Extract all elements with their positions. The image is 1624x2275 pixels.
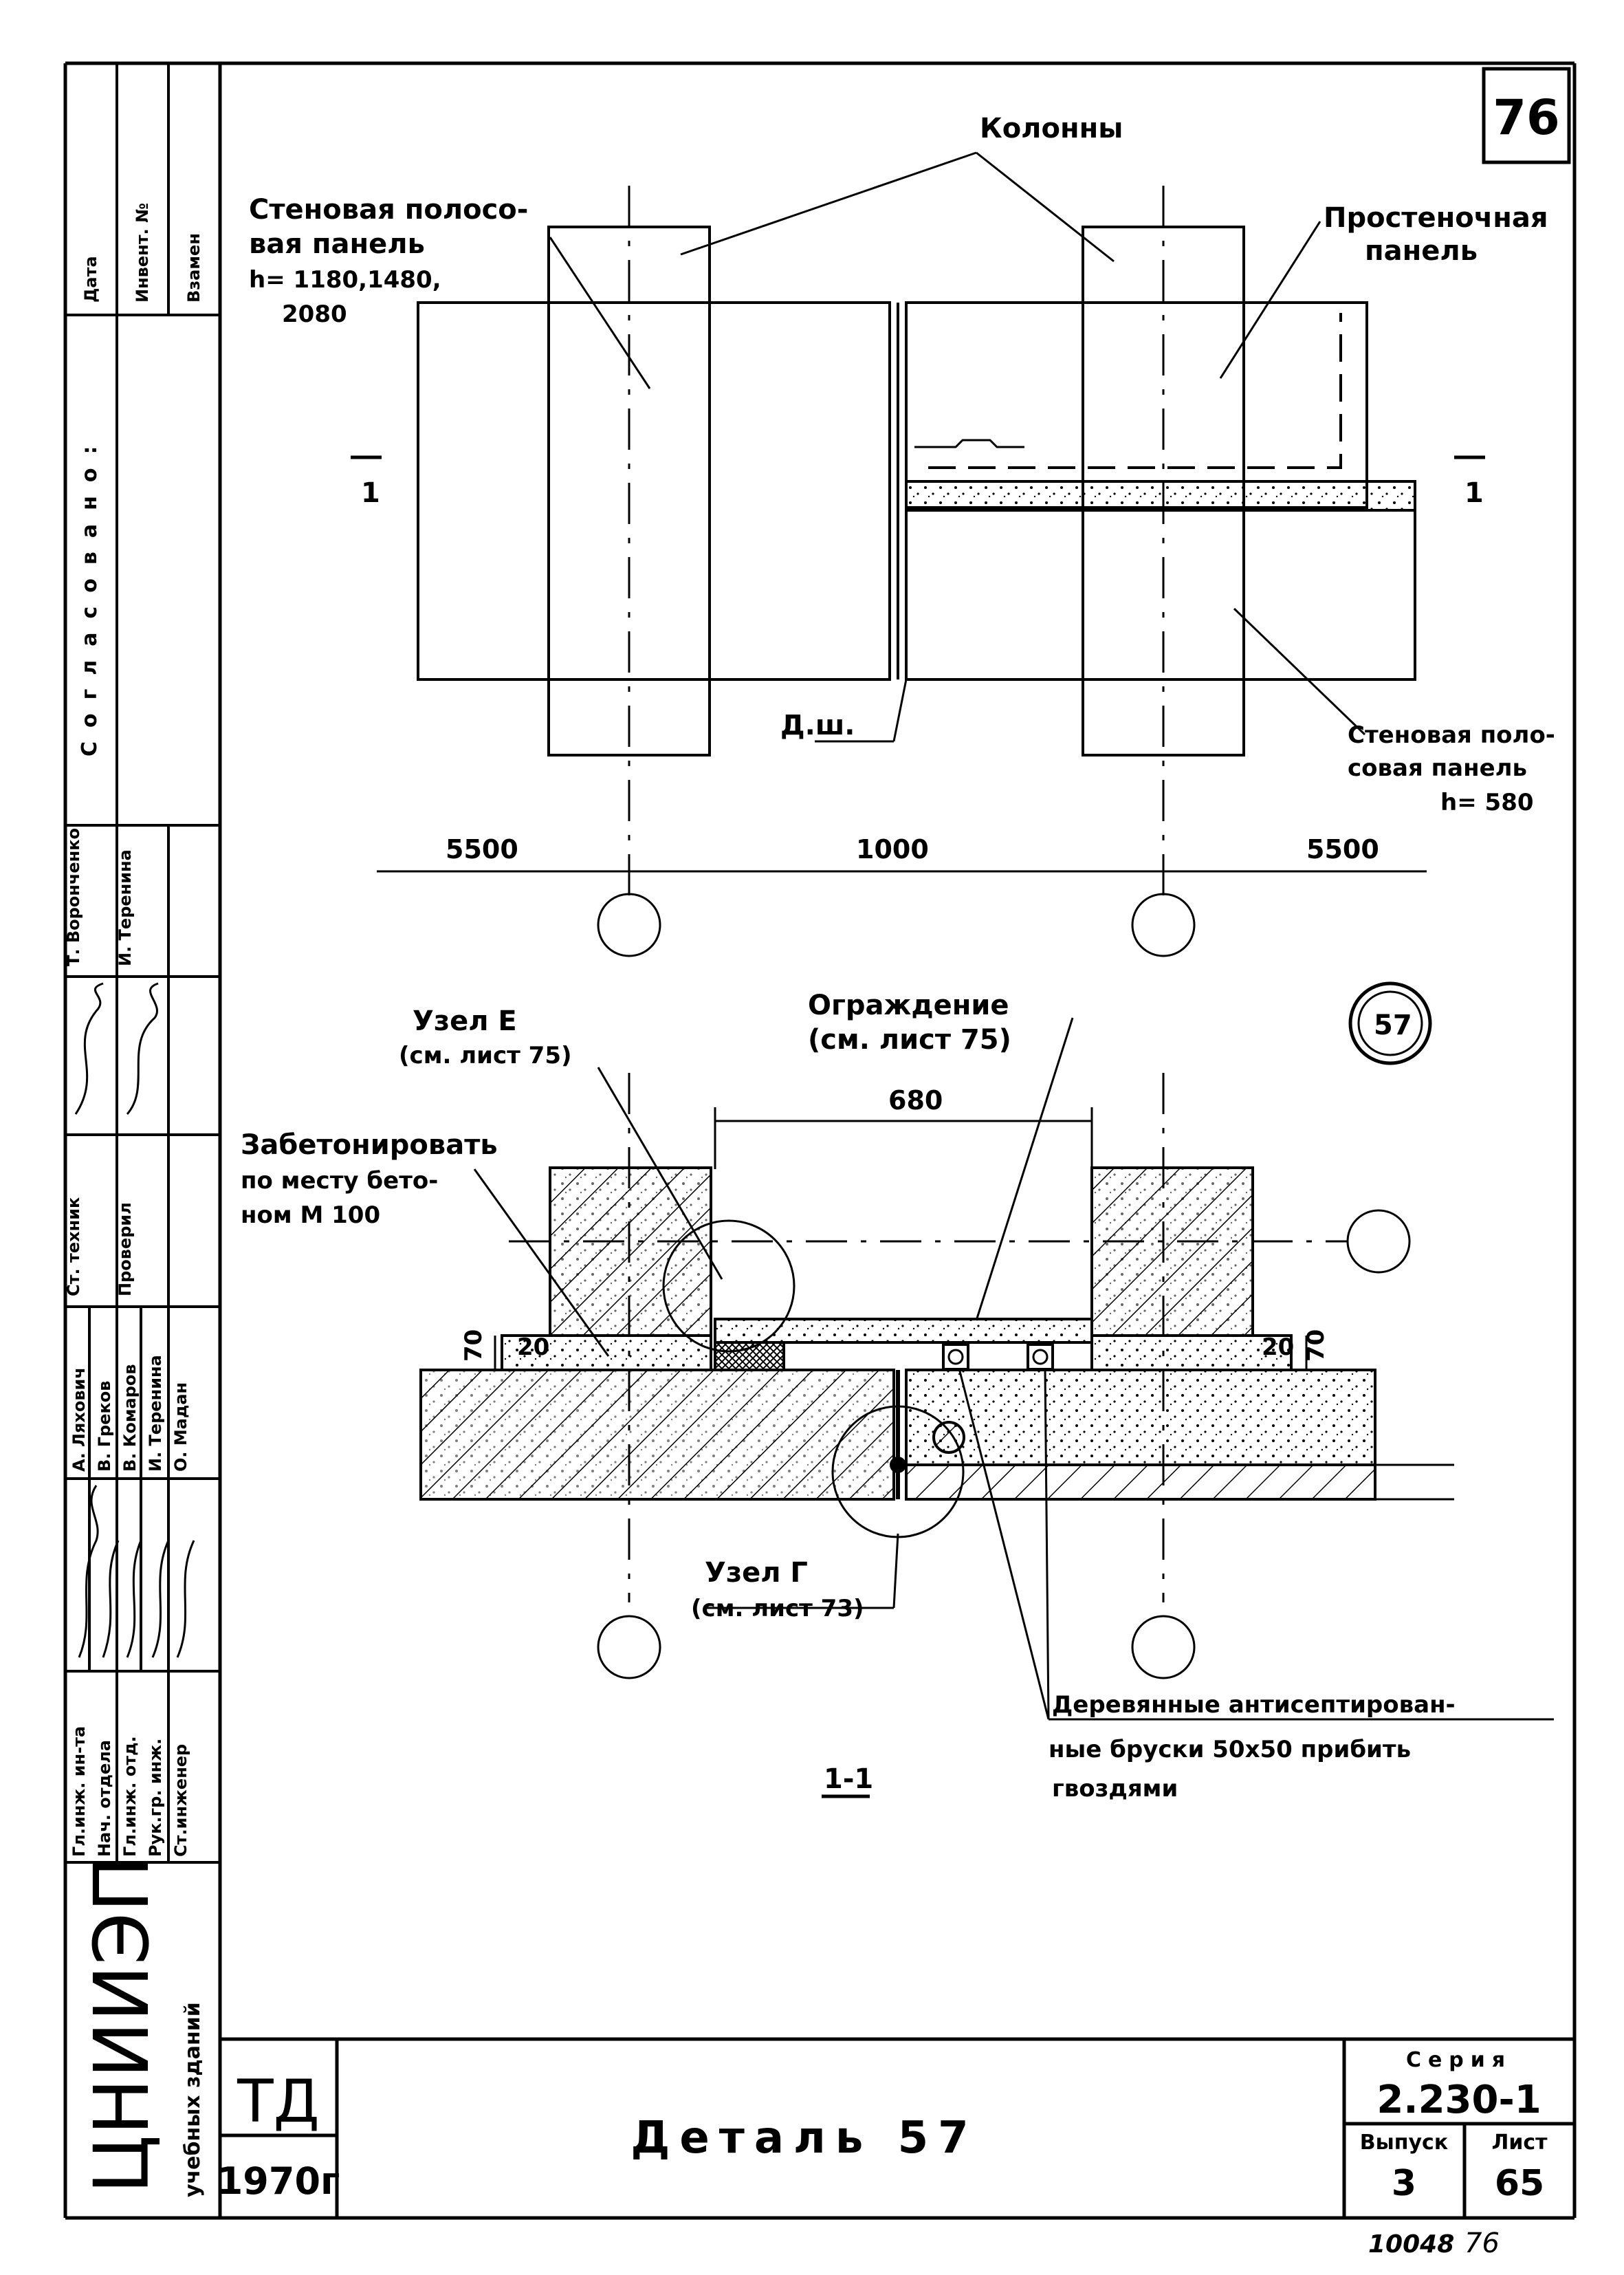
sheet-number-box: 76: [1482, 67, 1571, 164]
sheet-frame: [63, 61, 1577, 2220]
stamp-name-3: В. Комаров: [120, 1364, 140, 1472]
issue-label: Выпуск: [1360, 2131, 1448, 2155]
plan-view: [351, 151, 1485, 957]
railing-label-2: (см. лист 75): [808, 1024, 1011, 1056]
dim-w20-left: 20: [517, 1334, 549, 1361]
concrete-label-1: Забетонировать: [241, 1129, 498, 1161]
stamp-inv: Инвент. №: [133, 203, 152, 303]
pier-panel-label-1: Простеночная: [1324, 202, 1548, 234]
wall-panel-top-label-1: Стеновая полосо-: [249, 194, 528, 226]
dim-opening: 680: [888, 1085, 943, 1115]
title-block: [220, 2037, 1574, 2218]
plan-labels: Колонны Стеновая полосо- вая панель h= 1…: [249, 113, 1555, 864]
stamp-role-1: Гл.инж. ин-та: [69, 1726, 89, 1857]
stamp-replace: Взамен: [184, 233, 204, 303]
section-labels: 57 Ограждение (см. лист 75) 680 Узел Е (…: [241, 990, 1456, 1803]
institute-name: ЦНИИЭП: [78, 1855, 166, 2194]
org-code: ТД: [237, 2067, 320, 2136]
sheet-title: Деталь 57: [630, 2113, 978, 2164]
concrete-label-3: ном М 100: [241, 1201, 380, 1229]
dim-span-left: 5500: [446, 834, 518, 864]
wall-panel-bottom-label-1: Стеновая поло-: [1348, 721, 1555, 749]
bars-label-1: Деревянные антисептирован-: [1052, 1691, 1456, 1719]
sheet-number: 76: [1493, 89, 1559, 146]
footer-page: 76: [1464, 2228, 1500, 2259]
bars-label-3: гвоздями: [1052, 1775, 1178, 1803]
stamp-agreed: Согласовано:: [78, 433, 102, 756]
series-value: 2.230-1: [1376, 2078, 1541, 2122]
footer-number: 10048: [1368, 2230, 1454, 2258]
dsh-label: Д.ш.: [780, 710, 855, 741]
stamp-role-3: Гл.инж. отд.: [120, 1736, 140, 1857]
stamp-name-5: О. Мадан: [171, 1382, 190, 1472]
institute-sub: учебных зданий: [181, 2002, 205, 2197]
side-stamp-text: Дата Инвент. № Взамен Согласовано: Т. Во…: [64, 203, 205, 2197]
wall-panel-bottom-label-3: h= 580: [1440, 789, 1534, 816]
issue-value: 3: [1392, 2163, 1416, 2204]
pier-panel-label-2: панель: [1365, 235, 1478, 267]
signatures: [74, 982, 195, 1658]
side-stamp: [65, 63, 220, 1864]
stamp-role2-2: Проверил: [116, 1202, 135, 1296]
stamp-role-4: Рук.гр. инж.: [146, 1739, 165, 1857]
year: 1970г: [217, 2159, 340, 2203]
node-e-label-2: (см. лист 75): [399, 1042, 572, 1069]
detail-mark-text: 57: [1374, 1010, 1412, 1041]
sheet-label: Лист: [1491, 2131, 1548, 2155]
wall-panel-bottom-label-2: совая панель: [1348, 754, 1527, 782]
bars-label-2: ные бруски 50х50 прибить: [1049, 1736, 1411, 1763]
dim-w20-right: 20: [1262, 1334, 1294, 1361]
title-block-text: ТД 1970г Деталь 57 Серия 2.230-1 Выпуск …: [217, 2048, 1548, 2259]
dim-h70-left: 70: [460, 1329, 487, 1362]
section-mark-left: 1: [361, 477, 380, 509]
node-g-label-1: Узел Г: [705, 1557, 808, 1589]
stamp-name-2: В. Греков: [95, 1381, 114, 1472]
railing-label-1: Ограждение: [808, 990, 1009, 1021]
sheet-value: 65: [1495, 2163, 1544, 2204]
stamp-date: Дата: [81, 256, 100, 303]
stamp-name2-1: Т. Воронченко: [64, 828, 83, 966]
section-mark-right: 1: [1464, 477, 1484, 509]
section-view: [419, 981, 1554, 1798]
wall-panel-top-label-3: h= 1180,1480,: [249, 266, 441, 294]
wall-panel-top-label-4: 2080: [282, 301, 347, 328]
stamp-name2-2: И. Теренина: [116, 849, 135, 966]
stamp-role-2: Нач. отдела: [95, 1740, 114, 1857]
stamp-name-4: И. Теренина: [146, 1355, 165, 1472]
columns-label: Колонны: [980, 113, 1123, 144]
dim-h70-right: 70: [1302, 1329, 1330, 1362]
stamp-role2-1: Ст. техник: [64, 1197, 83, 1296]
section-title: 1-1: [824, 1763, 873, 1795]
wall-panel-top-label-2: вая панель: [249, 228, 425, 260]
series-label: Серия: [1406, 2048, 1512, 2072]
concrete-label-2: по месту бето-: [241, 1167, 438, 1195]
dim-span-right: 5500: [1306, 834, 1379, 864]
node-e-label-1: Узел Е: [413, 1005, 517, 1037]
stamp-role-5: Ст.инженер: [171, 1744, 190, 1857]
dim-span-mid: 1000: [856, 834, 929, 864]
stamp-name-1: А. Ляхович: [69, 1367, 89, 1472]
node-g-label-2: (см. лист 73): [691, 1595, 864, 1622]
